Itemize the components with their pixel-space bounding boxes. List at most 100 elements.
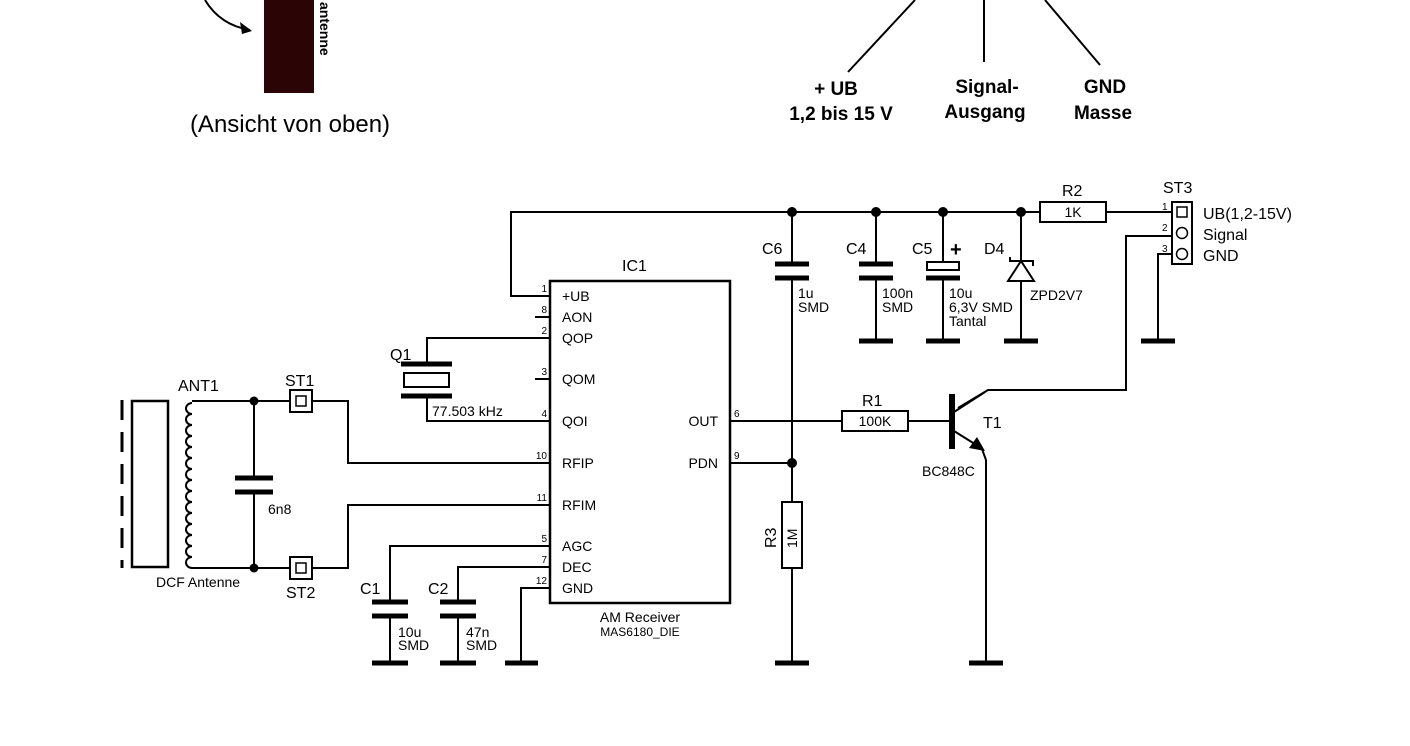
antenna-ant1: ANT1 DCF Antenne 6n8 xyxy=(120,378,292,590)
ferrite-rod xyxy=(130,399,170,569)
d4-ref: D4 xyxy=(984,241,1005,258)
crystal-q1: Q1 77.503 kHz xyxy=(390,337,550,422)
c4-value: 100n xyxy=(882,285,913,301)
ic1-pin-name: RFIM xyxy=(562,497,596,513)
signal-output-label: Ausgang xyxy=(944,102,1025,123)
c5-value: 10u xyxy=(949,285,972,301)
c6-value: 1u xyxy=(798,285,814,301)
junction xyxy=(1016,207,1026,217)
connector-st1: ST1 xyxy=(285,373,314,413)
st3-pin-3: 3 xyxy=(1162,244,1168,255)
antenna-caption: DCF Antenne xyxy=(156,574,240,590)
ic1-pin-number: 12 xyxy=(536,576,548,587)
junction xyxy=(787,458,797,468)
st1-ref: ST1 xyxy=(285,373,314,390)
c5-polarity: + xyxy=(950,239,962,261)
q1-ref: Q1 xyxy=(390,347,411,364)
cap-6n8-value: 6n8 xyxy=(268,501,292,517)
ic1-pin-number: 1 xyxy=(541,284,547,295)
t1-ref: T1 xyxy=(983,415,1002,432)
c4-pkg: SMD xyxy=(882,299,913,315)
capacitor-c2: C2 47n SMD xyxy=(428,566,550,666)
gnd-label: GND xyxy=(1084,77,1126,98)
st3-ref: ST3 xyxy=(1163,180,1192,197)
ic1-pin-name: QOM xyxy=(562,371,595,387)
ic1-am-receiver: IC1 AM Receiver MAS6180_DIE 1 +UB 8 AON 2 QOP… xyxy=(535,258,740,639)
st3-label-ub: UB(1,2-15V) xyxy=(1203,206,1292,223)
connector-st2: ST2 xyxy=(286,556,315,602)
capacitor-c1: C1 10u SMD xyxy=(360,545,550,666)
c1-pkg: SMD xyxy=(398,637,429,653)
ic1-pin-name: GND xyxy=(562,580,593,596)
ic1-pin-number: 6 xyxy=(734,409,740,420)
junction xyxy=(787,207,797,217)
r3-value: 1M xyxy=(784,529,800,548)
ic1-pin-name: QOI xyxy=(562,413,588,429)
capacitor-c4: C4 100n SMD xyxy=(846,212,913,344)
st3-pin-2: 2 xyxy=(1162,223,1168,234)
resistor-r3: 1M R3 xyxy=(763,501,809,666)
ic1-pin-number: 2 xyxy=(541,326,547,337)
antenna-body xyxy=(264,0,314,93)
q1-value: 77.503 kHz xyxy=(432,403,503,419)
ic1-ref: IC1 xyxy=(622,258,647,275)
st2-ref: ST2 xyxy=(286,585,315,602)
resistor-r1: 100K R1 xyxy=(730,393,950,432)
c6-pkg: SMD xyxy=(798,299,829,315)
ic1-pin-number: 7 xyxy=(541,555,547,566)
ic1-pin-number: 4 xyxy=(541,409,547,420)
pin-lead-ub xyxy=(847,0,916,73)
c5-type: Tantal xyxy=(949,313,986,329)
ant1-ref: ANT1 xyxy=(178,378,219,395)
ic1-pin-name: DEC xyxy=(562,559,592,575)
zener-diode-d4: D4 ZPD2V7 xyxy=(984,212,1083,344)
ic1-pin-number: 11 xyxy=(537,493,548,504)
pin-lead-gnd xyxy=(1044,0,1101,66)
ic1-pin-number: 8 xyxy=(541,305,547,316)
r1-value: 100K xyxy=(859,413,892,429)
ic1-pin-name: AON xyxy=(562,309,592,325)
diode-triangle xyxy=(1006,259,1036,282)
c2-value: 47n xyxy=(466,624,489,640)
c1-ref: C1 xyxy=(360,581,381,598)
ic1-pin-number: 3 xyxy=(541,367,547,378)
antenna-coil xyxy=(185,402,193,569)
ic1-pin-name: PDN xyxy=(688,455,718,471)
ic1-pin-number: 5 xyxy=(541,534,547,545)
view-caption: (Ansicht von oben) xyxy=(190,111,390,138)
ic1-pin-name: QOP xyxy=(562,330,593,346)
top-view-section: antenne (Ansicht von oben) + UB 1,2 bis … xyxy=(190,0,1132,138)
transistor-t1: T1 BC848C xyxy=(922,391,1003,666)
junction xyxy=(249,563,259,573)
d4-value: ZPD2V7 xyxy=(1030,287,1083,303)
ic1-pin-name: RFIP xyxy=(562,455,594,471)
junction xyxy=(871,207,881,217)
ic1-pin-name: AGC xyxy=(562,538,592,554)
ic1-pin-name: OUT xyxy=(688,413,718,429)
ic1-left-pins: 1 +UB 8 AON 2 QOP 3 QOM 4 QOI 10 RFIP 11 RFIM 5 AGC 7 DEC… xyxy=(535,284,596,596)
ic1-body xyxy=(548,279,732,605)
st3-pin-1: 1 xyxy=(1162,202,1168,213)
c5-pkg: 6,3V SMD xyxy=(949,299,1013,315)
capacitor-c5: C5 + 10u 6,3V SMD Tantal xyxy=(912,212,1013,344)
c5-ref: C5 xyxy=(912,241,933,258)
ub-range-label: 1,2 bis 15 V xyxy=(789,104,893,125)
ic1-pin-name: +UB xyxy=(562,288,590,304)
ic1-pin-number: 10 xyxy=(536,451,548,462)
ic1-pin-number: 9 xyxy=(734,451,740,462)
ic1-right-pins: 6 OUT 9 PDN xyxy=(688,409,740,471)
ic1-caption: AM Receiver xyxy=(600,609,680,625)
c6-ref: C6 xyxy=(762,241,783,258)
st3-label-signal: Signal xyxy=(1203,227,1247,244)
t1-value: BC848C xyxy=(922,463,975,479)
c2-pkg: SMD xyxy=(466,637,497,653)
ic1-part: MAS6180_DIE xyxy=(600,625,679,639)
antenna-text: antenne xyxy=(317,2,333,56)
r2-value: 1K xyxy=(1064,204,1082,220)
signal-label: Signal- xyxy=(955,77,1018,98)
r2-ref: R2 xyxy=(1062,183,1083,200)
st3-label-gnd: GND xyxy=(1203,248,1239,265)
gnd-ground-label: Masse xyxy=(1074,103,1132,124)
capacitor-c6: C6 1u SMD xyxy=(762,212,829,502)
